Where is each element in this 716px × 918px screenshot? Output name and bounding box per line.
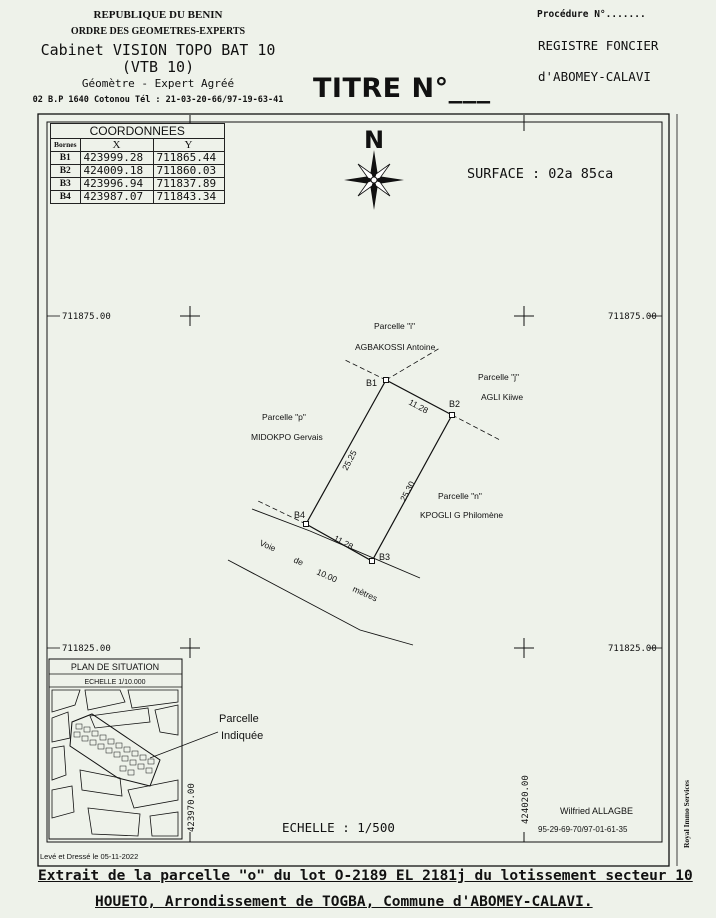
geometre-label: Géomètre - Expert Agréé bbox=[81, 77, 235, 90]
row-borne: B3 bbox=[50, 177, 81, 191]
coords-heading: COORDONNEES bbox=[50, 123, 225, 139]
col-x: X bbox=[79, 138, 154, 152]
registre-lieu: d'ABOMEY-CALAVI bbox=[538, 69, 651, 84]
registre-label: REGISTRE FONCIER bbox=[538, 38, 659, 53]
row-x: 423987.07 bbox=[79, 190, 154, 204]
north-letter: N bbox=[364, 126, 384, 154]
neighbor-boundaries bbox=[255, 347, 501, 525]
road-word-3: 10.00 bbox=[315, 567, 339, 585]
grid-y-label-top-right: 711875.00 bbox=[608, 312, 657, 322]
order-label: ORDRE DES GEOMETRES-EXPERTS bbox=[70, 26, 246, 37]
row-borne: B2 bbox=[50, 164, 81, 178]
road-lines bbox=[227, 508, 421, 646]
coords-table-wrap: COORDONNEES Bornes X Y B1 423999.28 7118… bbox=[50, 123, 225, 204]
procedure-label: Procédure N°....... bbox=[537, 9, 646, 20]
situation-pointer bbox=[149, 731, 219, 759]
cabinet-abbr: (VTB 10) bbox=[121, 58, 195, 76]
coords-table: COORDONNEES Bornes X Y B1 423999.28 7118… bbox=[50, 123, 225, 204]
north-arrow-icon bbox=[344, 150, 404, 210]
signature-name: Wilfried ALLAGBE bbox=[560, 806, 633, 816]
plan-situation-box bbox=[48, 658, 183, 840]
footer-line-1: Extrait de la parcelle "o" du lot O-2189… bbox=[38, 868, 693, 884]
row-y: 711860.03 bbox=[152, 164, 225, 178]
parcel-j-name: Parcelle "j" bbox=[478, 372, 519, 382]
dim-left: 25.25 bbox=[340, 448, 359, 472]
borne-markers bbox=[303, 377, 455, 564]
grid-y-label-bottom-left: 711825.00 bbox=[62, 644, 111, 654]
col-y: Y bbox=[152, 138, 225, 152]
road-word-4: mètres bbox=[351, 584, 379, 604]
side-stamp: Royal Immo Services bbox=[682, 780, 691, 848]
grid-y-label-top-left: 711875.00 bbox=[62, 312, 111, 322]
situation-label-1: Parcelle bbox=[219, 713, 259, 725]
echelle-label: ECHELLE : 1/500 bbox=[282, 820, 395, 835]
dim-right: 25.30 bbox=[398, 479, 417, 503]
table-row: B1 423999.28 711865.44 bbox=[50, 151, 225, 165]
header-left-block: REPUBLIQUE DU BENIN ORDRE DES GEOMETRES-… bbox=[0, 8, 316, 107]
parcel-i-name: Parcelle "i" bbox=[374, 321, 415, 331]
row-x: 423996.94 bbox=[79, 177, 154, 191]
plan-situation-title: PLAN DE SITUATION bbox=[71, 662, 159, 672]
inner-frame bbox=[46, 121, 663, 843]
situation-label-2: Indiquée bbox=[221, 730, 263, 742]
borne-b3-label: B3 bbox=[379, 552, 390, 562]
signature-phone: 95-29-69-70/97-01-61-35 bbox=[538, 825, 628, 834]
grid-crosses bbox=[180, 306, 534, 658]
row-y: 711843.34 bbox=[152, 190, 225, 204]
grid-y-label-bottom-right: 711825.00 bbox=[608, 644, 657, 654]
plan-situation-scale: ECHELLE 1/10.000 bbox=[84, 679, 145, 686]
parcel-p-name: Parcelle "p" bbox=[262, 412, 306, 422]
row-x: 423999.28 bbox=[79, 151, 154, 165]
parcel-n-owner: KPOGLI G Philomène bbox=[420, 510, 503, 520]
borne-b1-label: B1 bbox=[366, 378, 377, 388]
grid-x-label-right: 424020.00 bbox=[521, 775, 531, 824]
table-row: B3 423996.94 711837.89 bbox=[50, 177, 225, 191]
parcel-i-owner: AGBAKOSSI Antoine bbox=[355, 342, 436, 352]
leve-date: Levé et Dressé le 05-11-2022 bbox=[40, 852, 138, 861]
surface-label: SURFACE : 02a 85ca bbox=[467, 166, 613, 182]
row-y: 711865.44 bbox=[152, 151, 225, 165]
row-borne: B4 bbox=[50, 190, 81, 204]
situation-map bbox=[51, 689, 179, 837]
row-borne: B1 bbox=[50, 151, 81, 165]
row-y: 711837.89 bbox=[152, 177, 225, 191]
row-x: 424009.18 bbox=[79, 164, 154, 178]
footer-line-2: HOUETO, Arrondissement de TOGBA, Commune… bbox=[95, 894, 593, 910]
outer-frame bbox=[37, 113, 670, 867]
parcel-j-owner: AGLI Kiiwe bbox=[481, 392, 523, 402]
col-bornes: Bornes bbox=[50, 138, 81, 152]
titre-heading: TITRE N°___ bbox=[313, 73, 491, 104]
contact-line: 02 B.P 1640 Cotonou Tél : 21-03-20-66/97… bbox=[32, 95, 284, 105]
road-word-2: de bbox=[292, 555, 305, 568]
table-row: B4 423987.07 711843.34 bbox=[50, 190, 225, 204]
grid-x-label-left: 423970.00 bbox=[187, 783, 197, 832]
grid-leaders bbox=[47, 315, 662, 649]
table-row: B2 424009.18 711860.03 bbox=[50, 164, 225, 178]
republic-label: REPUBLIQUE DU BENIN bbox=[93, 9, 223, 21]
parcel-n-name: Parcelle "n" bbox=[438, 491, 482, 501]
dim-top: 11.28 bbox=[407, 397, 430, 416]
borne-b4-label: B4 bbox=[294, 510, 305, 520]
borne-b2-label: B2 bbox=[449, 399, 460, 409]
parcel-o-outline bbox=[305, 379, 453, 562]
situation-lots bbox=[73, 723, 155, 776]
parcel-p-owner: MIDOKPO Gervais bbox=[251, 432, 323, 442]
cabinet-name: Cabinet VISION TOPO BAT 10 bbox=[40, 41, 276, 59]
road-word-1: Voie bbox=[258, 538, 277, 554]
